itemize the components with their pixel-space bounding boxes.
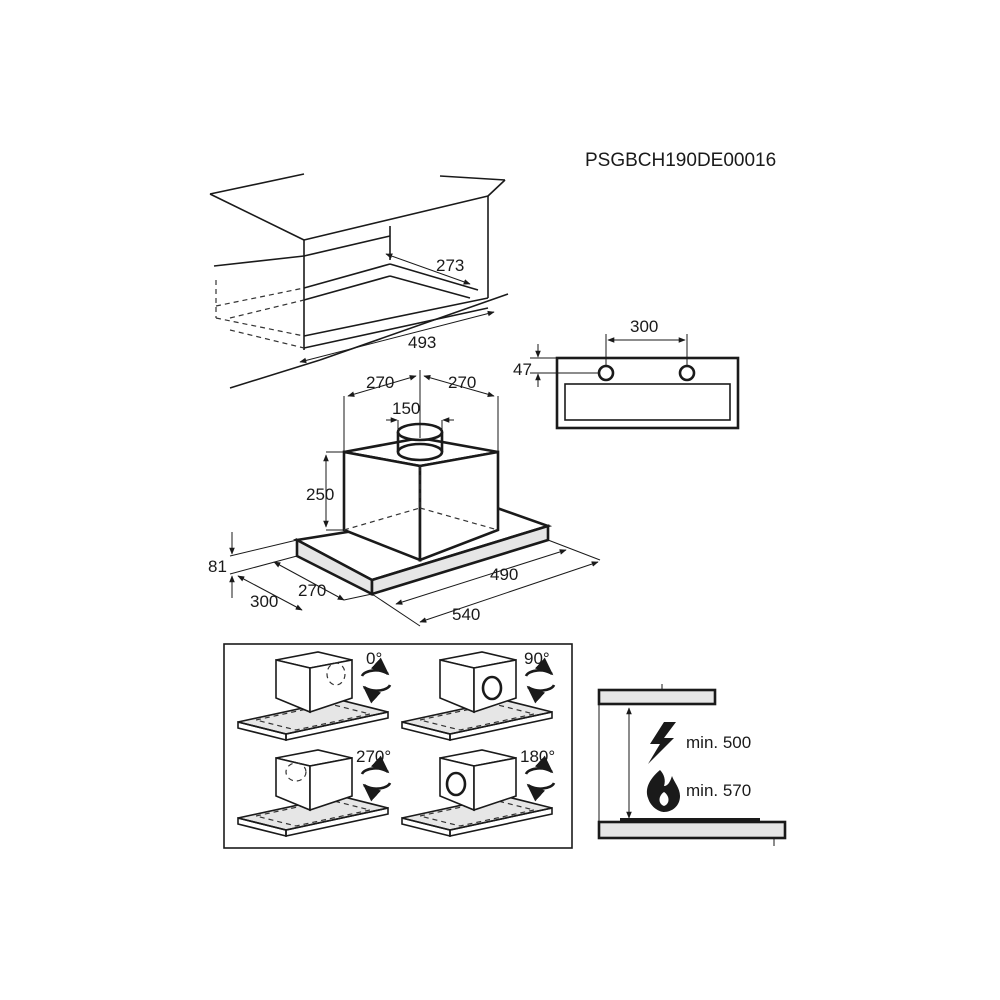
rotation-180-label: 180° bbox=[520, 747, 555, 766]
rotation-option-270 bbox=[237, 749, 390, 838]
left-offset-label: 270 bbox=[366, 373, 394, 392]
rotation-option-180 bbox=[401, 749, 554, 838]
hood-drawing bbox=[229, 370, 601, 627]
electric-icon bbox=[648, 722, 676, 764]
rotation-option-0 bbox=[237, 651, 390, 742]
box-depth-label: 270 bbox=[298, 581, 326, 600]
hole-spacing-label: 300 bbox=[630, 317, 658, 336]
panel-depth-label: 300 bbox=[250, 592, 278, 611]
clearance-drawing bbox=[597, 684, 787, 846]
rotate-arrows-icon bbox=[362, 768, 390, 788]
front-view-drawing bbox=[530, 334, 740, 430]
product-code: PSGBCH190DE00016 bbox=[585, 150, 776, 171]
right-offset-label: 270 bbox=[448, 373, 476, 392]
cabinet-cutout-drawing bbox=[209, 173, 509, 389]
panel-width-label: 540 bbox=[452, 605, 480, 624]
rotate-arrows-icon bbox=[526, 670, 554, 690]
flame-icon bbox=[646, 770, 680, 812]
rotation-options-panel bbox=[223, 643, 573, 849]
rotate-arrows-icon bbox=[362, 670, 390, 690]
rotation-option-90 bbox=[401, 651, 554, 742]
rotation-270-label: 270° bbox=[356, 747, 391, 766]
box-width-label: 490 bbox=[490, 565, 518, 584]
cutout-width-label: 493 bbox=[408, 333, 436, 352]
box-height-label: 250 bbox=[306, 485, 334, 504]
panel-height-label: 81 bbox=[208, 557, 227, 576]
rotation-90-label: 90° bbox=[524, 649, 550, 668]
hole-offset-label: 47 bbox=[513, 360, 532, 379]
electric-clearance-label: min. 500 bbox=[686, 733, 751, 752]
cutout-depth-label: 273 bbox=[436, 256, 464, 275]
duct-diameter-label: 150 bbox=[392, 399, 420, 418]
rotation-0-label: 0° bbox=[366, 649, 382, 668]
rotate-arrows-icon bbox=[526, 768, 554, 788]
gas-clearance-label: min. 570 bbox=[686, 781, 751, 800]
